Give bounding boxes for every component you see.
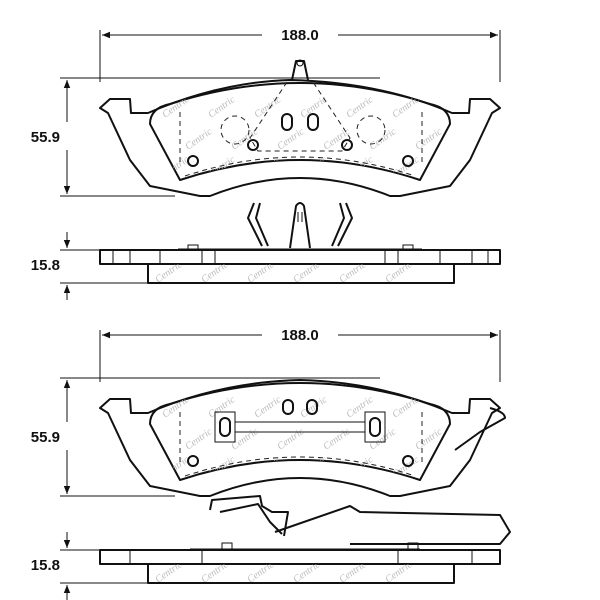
watermark-text: Centric bbox=[252, 454, 283, 481]
height-dimension: 55.9 bbox=[31, 377, 380, 497]
width-label: 188.0 bbox=[281, 327, 319, 344]
watermark-text: Centric bbox=[413, 126, 444, 153]
clip-spring bbox=[178, 202, 422, 250]
side-view: Centric Centric Centric Centric Centric Centr… bbox=[99, 495, 511, 586]
watermark-text: Centric bbox=[183, 126, 214, 153]
watermark-text: Centric bbox=[321, 426, 352, 453]
width-dimension: 188.0 bbox=[99, 327, 501, 382]
watermark-text: Centric bbox=[298, 154, 329, 181]
wear-sensor-side bbox=[274, 505, 511, 545]
watermark-text: Centric bbox=[298, 394, 329, 421]
watermark-text: Centric bbox=[252, 394, 283, 421]
watermark-text: Centric bbox=[413, 426, 444, 453]
watermark-text: Centric bbox=[367, 126, 398, 153]
watermark-text: Centric bbox=[245, 259, 276, 286]
thickness-label: 15.8 bbox=[31, 257, 60, 274]
watermark-text: Centric bbox=[160, 454, 191, 481]
clip-spring bbox=[209, 495, 289, 537]
watermark-text: Centric bbox=[153, 259, 184, 286]
watermark-text: Centric bbox=[383, 259, 414, 286]
thickness-dimension: 15.8 bbox=[31, 532, 148, 600]
watermark-text: Centric bbox=[298, 94, 329, 121]
thickness-dimension: 15.8 bbox=[31, 232, 148, 300]
width-label: 188.0 bbox=[281, 27, 319, 44]
watermark-text: Centric bbox=[199, 559, 230, 586]
watermark-side-bottom: Centric Centric Centric Centric Centric Centr… bbox=[153, 559, 414, 586]
watermark-text: Centric bbox=[383, 559, 414, 586]
watermark-text: Centric bbox=[275, 426, 306, 453]
watermark-text: Centric bbox=[160, 154, 191, 181]
watermark-text: Centric bbox=[291, 559, 322, 586]
wear-sensor-wire bbox=[454, 407, 506, 451]
height-label: 55.9 bbox=[31, 129, 60, 146]
watermark-text: Centric bbox=[291, 259, 322, 286]
height-label: 55.9 bbox=[31, 429, 60, 446]
watermark-text: Centric bbox=[275, 126, 306, 153]
watermark-text: Centric bbox=[252, 94, 283, 121]
watermark-text: Centric bbox=[206, 394, 237, 421]
watermark-text: Centric bbox=[183, 426, 214, 453]
watermark-text: Centric bbox=[337, 559, 368, 586]
watermark-text: Centric bbox=[298, 454, 329, 481]
watermark-text: Centric bbox=[153, 559, 184, 586]
height-dimension: 55.9 bbox=[31, 77, 380, 197]
watermark-text: Centric bbox=[245, 559, 276, 586]
watermark-text: Centric bbox=[344, 394, 375, 421]
width-dimension: 188.0 bbox=[99, 27, 501, 82]
watermark-text: Centric bbox=[229, 426, 260, 453]
thickness-label: 15.8 bbox=[31, 557, 60, 574]
watermark-text: Centric bbox=[367, 426, 398, 453]
watermark-text: Centric bbox=[337, 259, 368, 286]
watermark-text: Centric bbox=[252, 154, 283, 181]
